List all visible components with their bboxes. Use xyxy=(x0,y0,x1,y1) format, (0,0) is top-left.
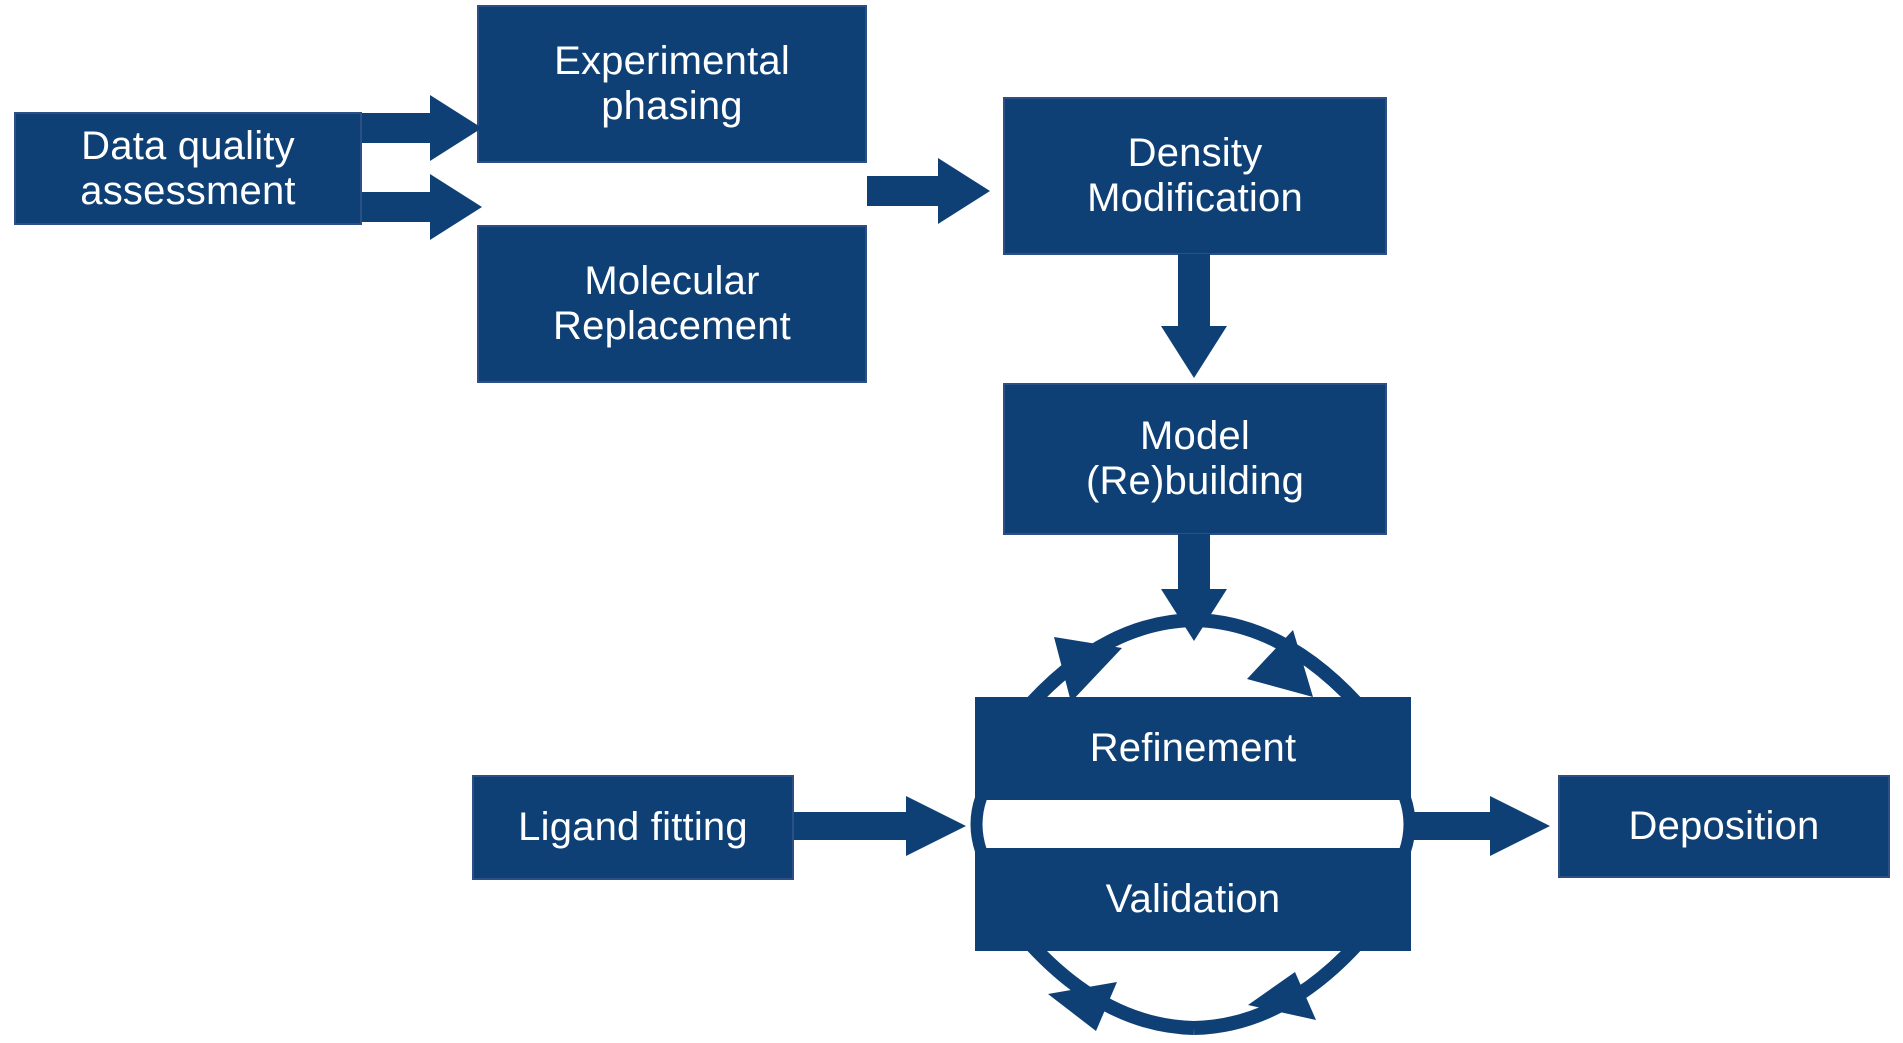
arrow-dqa-to-molecular-replacement xyxy=(362,174,482,240)
cycle-side-strokes xyxy=(970,796,1416,853)
cycle-arrowhead-top-right xyxy=(1247,630,1313,697)
cycle-arrowhead-bottom-right xyxy=(1248,972,1316,1020)
cycle-arrowhead-bottom-left xyxy=(1048,982,1117,1031)
arrow-model-rebuilding-to-cycle xyxy=(1161,534,1227,641)
arrow-density-modification-to-model-rebuilding xyxy=(1161,254,1227,378)
node-deposition[interactable]: Deposition xyxy=(1558,775,1890,878)
cycle-arrowhead-top-left xyxy=(1054,637,1122,702)
node-validation[interactable]: Validation xyxy=(975,848,1411,951)
node-experimental-phasing[interactable]: Experimental phasing xyxy=(477,5,867,163)
node-density-modification[interactable]: Density Modification xyxy=(1003,97,1387,255)
node-refinement[interactable]: Refinement xyxy=(975,697,1411,800)
node-data-quality-assessment[interactable]: Data quality assessment xyxy=(14,112,362,225)
arrow-cycle-to-deposition xyxy=(1412,796,1550,856)
node-ligand-fitting[interactable]: Ligand fitting xyxy=(472,775,794,880)
arrow-phasing-to-density-modification xyxy=(867,158,990,224)
arrow-dqa-to-experimental-phasing xyxy=(362,95,482,161)
node-molecular-replacement[interactable]: Molecular Replacement xyxy=(477,225,867,383)
arrow-ligand-fitting-to-cycle xyxy=(794,796,966,856)
node-model-rebuilding[interactable]: Model (Re)building xyxy=(1003,383,1387,535)
